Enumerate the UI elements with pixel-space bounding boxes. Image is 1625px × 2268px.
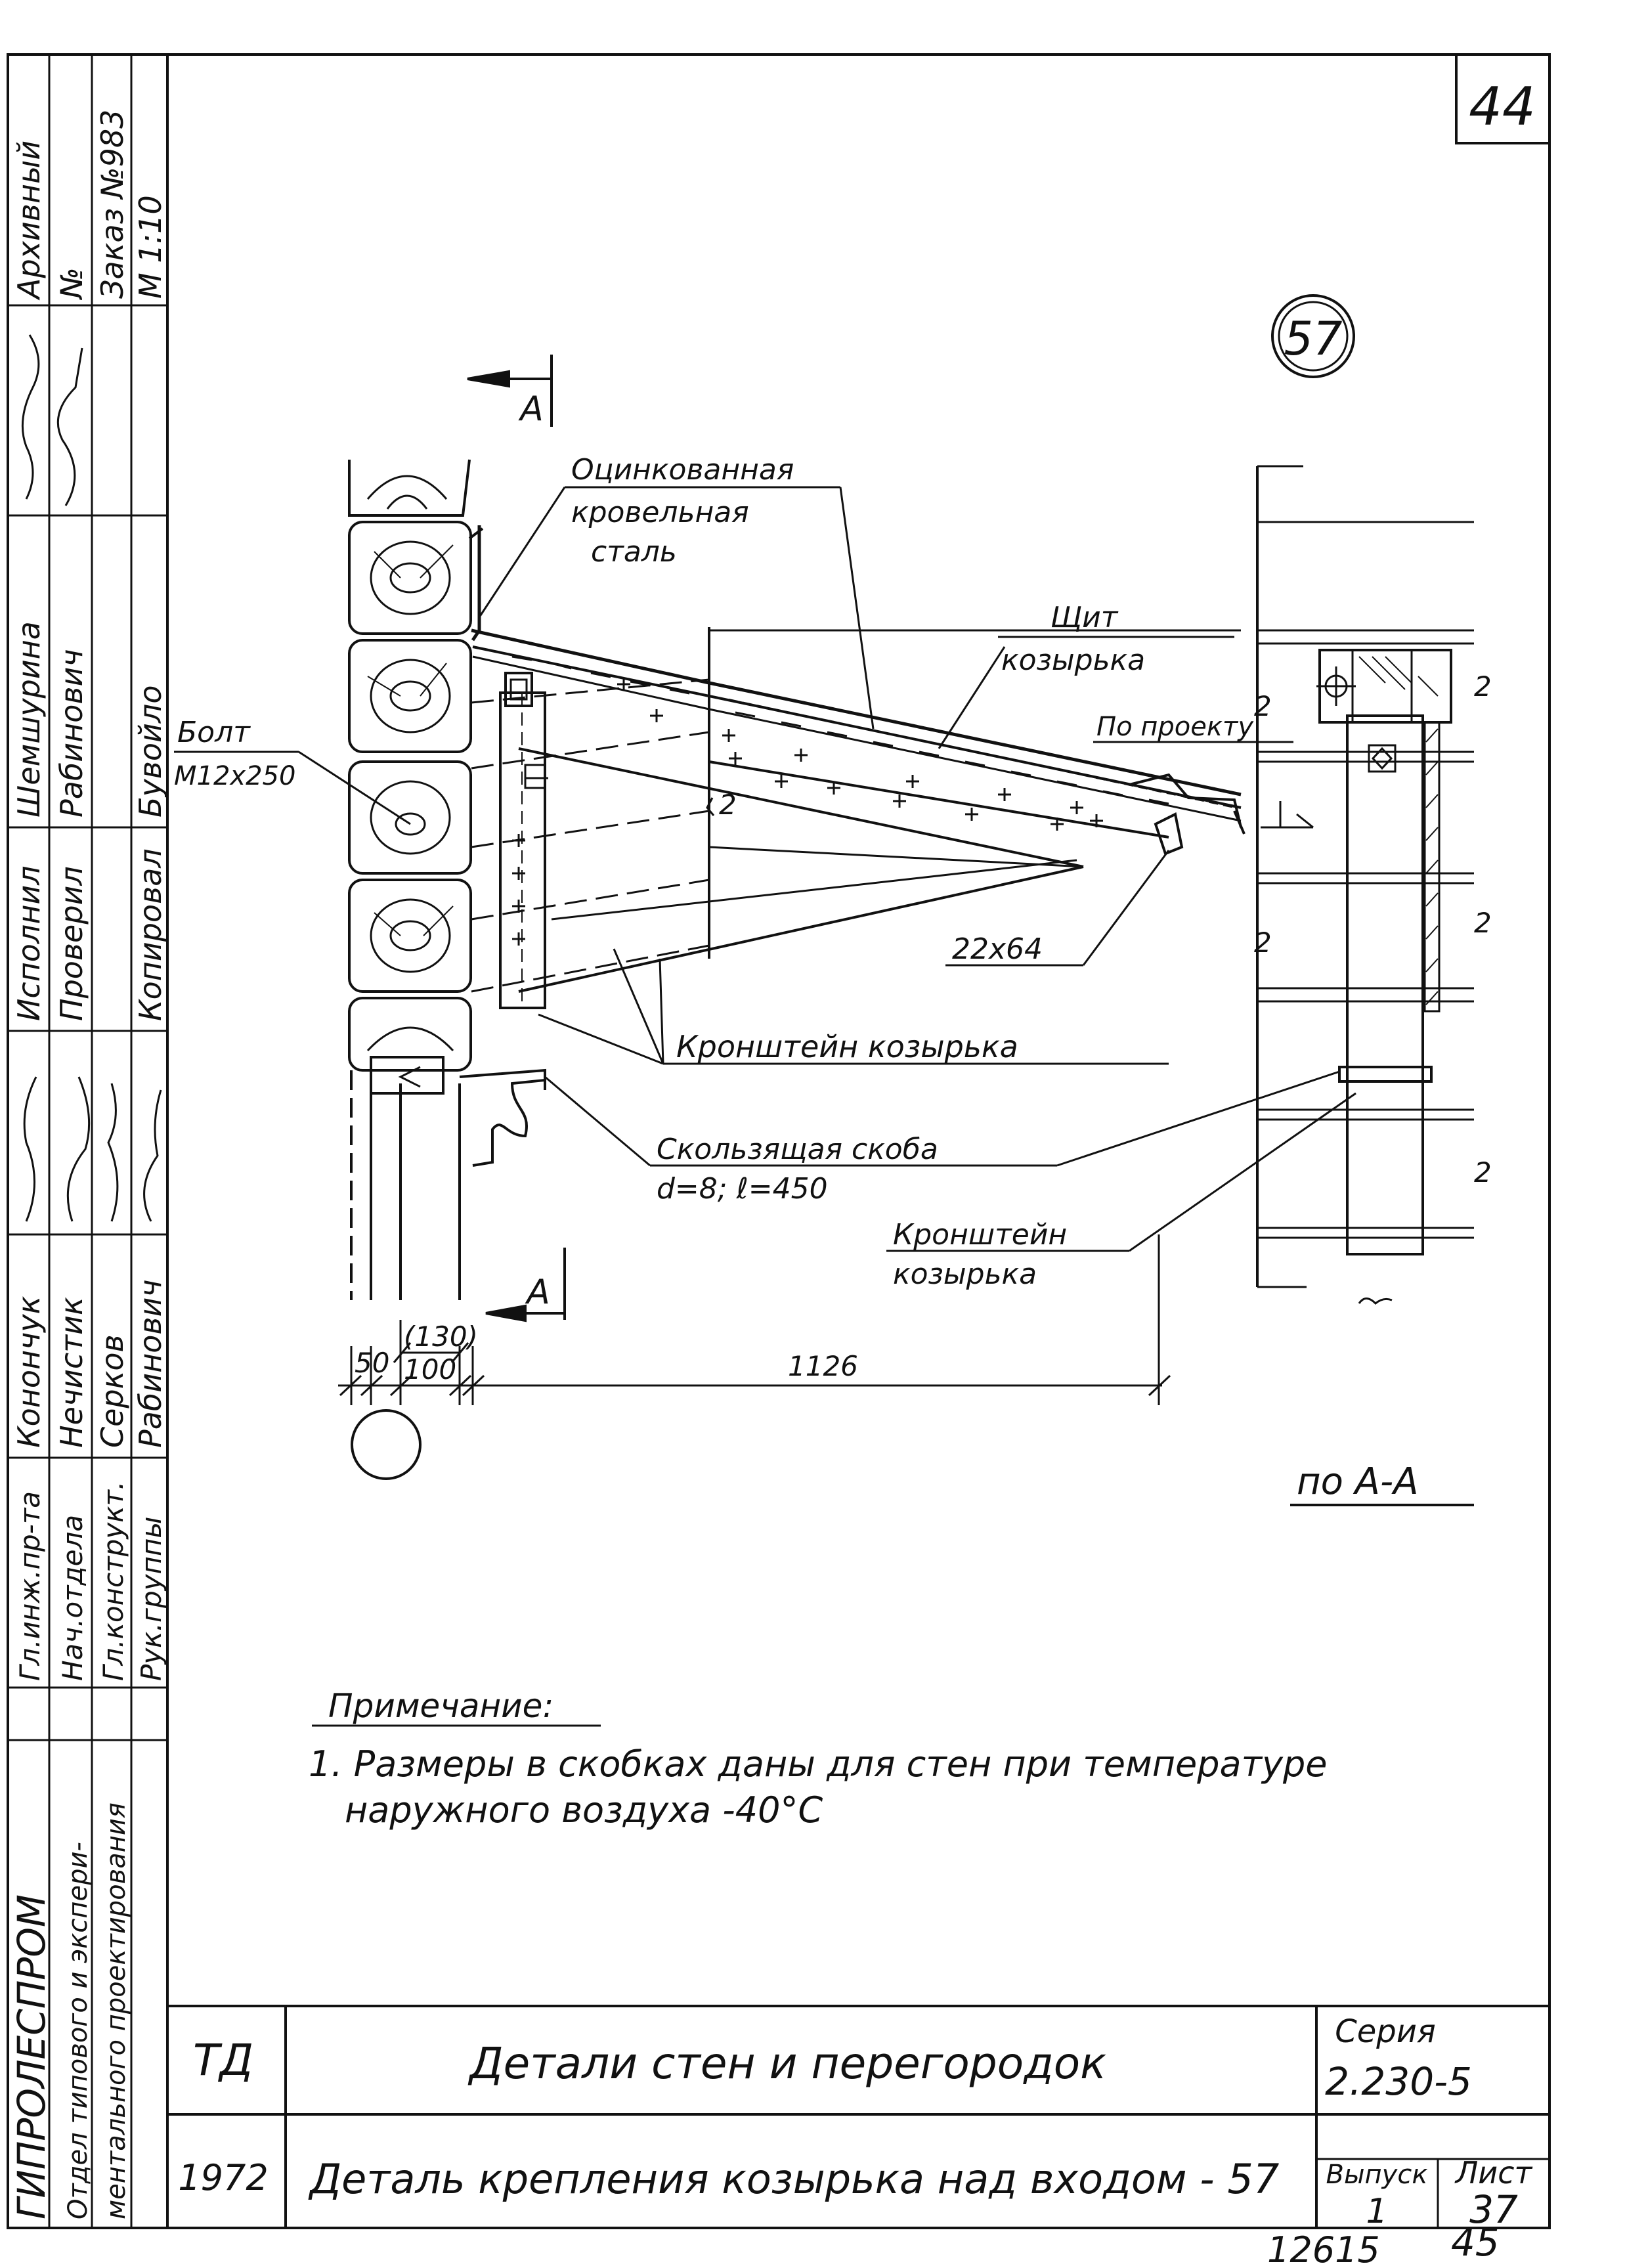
break-marks: 2 2 2 2 2 2 xyxy=(719,670,1492,1189)
name-chief-designer: Серков xyxy=(95,1334,130,1448)
label-clip-1: Скользящая скоба xyxy=(657,1133,938,1166)
issue-value: 1 xyxy=(1366,2192,1387,2231)
title-block xyxy=(167,2005,1549,2229)
section-letter-bottom: A xyxy=(525,1273,550,1312)
note-line-2: наружного воздуха -40°С xyxy=(345,1789,823,1831)
scale-label: М 1:10 xyxy=(133,195,168,299)
sheet-number-top: 44 xyxy=(1469,76,1536,137)
footer: 12615 45 xyxy=(1267,2220,1500,2268)
dimension-texts: 50 (130) 100 1126 xyxy=(355,1320,858,1385)
department-line-1: Отдел типового и экспери- xyxy=(63,1842,93,2219)
label-shield-2: козырька xyxy=(1001,643,1145,677)
label-clip-2: d=8; ℓ=450 xyxy=(657,1172,828,1206)
sidebar-stamp xyxy=(8,55,167,2228)
break-mark-2: 2 xyxy=(1474,907,1492,939)
dim-50: 50 xyxy=(355,1347,389,1379)
label-bolt-1: Болт xyxy=(177,716,251,749)
footer-code: 12615 xyxy=(1267,2229,1380,2268)
sheet-label: Лист xyxy=(1454,2155,1533,2191)
name-executor: Шемшурина xyxy=(11,621,47,818)
label-bracket2-2: козырька xyxy=(893,1257,1037,1291)
name-checker: Рабинович xyxy=(54,649,89,818)
break-mark-5: 2 xyxy=(1254,690,1272,722)
axis-marker-circle xyxy=(351,1409,422,1480)
break-mark-1: 2 xyxy=(1474,670,1492,703)
label-roof-steel-1: Оцинкованная xyxy=(571,453,794,487)
role-group-lead: Рук.группы xyxy=(135,1516,167,1681)
title-line-1: Детали стен и перегородок xyxy=(467,2038,1106,2089)
organization-name: ГИПРОЛЕСПРОМ xyxy=(9,1894,54,2219)
label-roof-steel-2: кровельная xyxy=(571,496,749,529)
archive-label: Архивный xyxy=(11,141,47,301)
section-mark-top xyxy=(467,355,553,427)
role-chief-engineer: Гл.инж.пр-та xyxy=(14,1491,46,1681)
section-view-title: по А-А xyxy=(1297,1460,1419,1503)
role-head-dept: Нач.отдела xyxy=(56,1515,89,1681)
dim-130: (130) xyxy=(404,1320,478,1353)
year: 1972 xyxy=(178,2157,268,2198)
signatures xyxy=(21,334,162,1222)
sidebar-texts: Архивный № Заказ №983 М 1:10 Шемшурина Р… xyxy=(9,110,168,2219)
issue-label: Выпуск xyxy=(1326,2160,1428,2190)
series-value: 2.230-5 xyxy=(1325,2059,1472,2104)
sheet-number-box: 44 xyxy=(1455,55,1549,144)
section-letter-top: A xyxy=(518,389,544,429)
archive-number-label: № xyxy=(54,267,89,301)
name-group-lead: Рабинович xyxy=(133,1279,168,1448)
order-number: Заказ №983 xyxy=(95,110,130,299)
series-label: Серия xyxy=(1335,2013,1436,2050)
break-mark-4: 2 xyxy=(1254,927,1272,959)
title-line-2: Деталь крепления козырька над входом - 5… xyxy=(308,2155,1280,2203)
role-copier: Копировал xyxy=(133,848,168,1021)
dim-1126: 1126 xyxy=(788,1350,858,1382)
section-view xyxy=(1256,465,1474,1305)
note-block: Примечание: 1. Размеры в скобках даны дл… xyxy=(309,1687,1328,1831)
title-block-texts: ТД 1972 Детали стен и перегородок Деталь… xyxy=(178,2013,1532,2232)
name-copier: Бувойло xyxy=(133,686,168,818)
label-bracket2-1: Кронштейн xyxy=(893,1218,1067,1252)
detail-mark: 57 xyxy=(1271,294,1355,378)
label-bracket-main: Кронштейн козырька xyxy=(676,1029,1018,1064)
log-wall xyxy=(348,459,472,1300)
section-view-label: по А-А xyxy=(1290,1460,1474,1506)
section-mark-bottom xyxy=(485,1248,566,1322)
label-timber: 22х64 xyxy=(952,932,1043,966)
leader-lines xyxy=(174,486,1356,1252)
label-shield-1: Щит xyxy=(1051,601,1119,634)
dimension-lines xyxy=(338,1234,1171,1405)
name-head-dept: Нечистик xyxy=(54,1297,89,1448)
callout-labels: Оцинкованная кровельная сталь Щит козырь… xyxy=(174,453,1254,1291)
footer-page: 45 xyxy=(1451,2220,1500,2265)
note-line-1: 1. Размеры в скобках даны для стен при т… xyxy=(309,1743,1328,1785)
td-code: ТД xyxy=(193,2035,253,2085)
detail-mark-number: 57 xyxy=(1284,312,1342,366)
department-line-2: ментального проектирования xyxy=(101,1802,131,2219)
label-bolt-2: М12х250 xyxy=(174,761,295,791)
break-mark-6: 2 xyxy=(719,789,737,821)
sheet-value: 37 xyxy=(1469,2187,1518,2232)
role-checker: Проверил xyxy=(54,866,89,1021)
label-roof-steel-3: сталь xyxy=(591,535,677,569)
note-title: Примечание: xyxy=(328,1687,553,1725)
canopy-brackets xyxy=(459,627,1184,1167)
break-mark-3: 2 xyxy=(1474,1156,1492,1189)
role-executor: Исполнил xyxy=(11,865,47,1021)
name-chief-engineer: Конончук xyxy=(11,1296,47,1448)
dim-100: 100 xyxy=(404,1353,456,1385)
role-chief-designer: Гл.конструкт. xyxy=(97,1481,129,1681)
label-by-project: По проекту xyxy=(1096,712,1254,742)
